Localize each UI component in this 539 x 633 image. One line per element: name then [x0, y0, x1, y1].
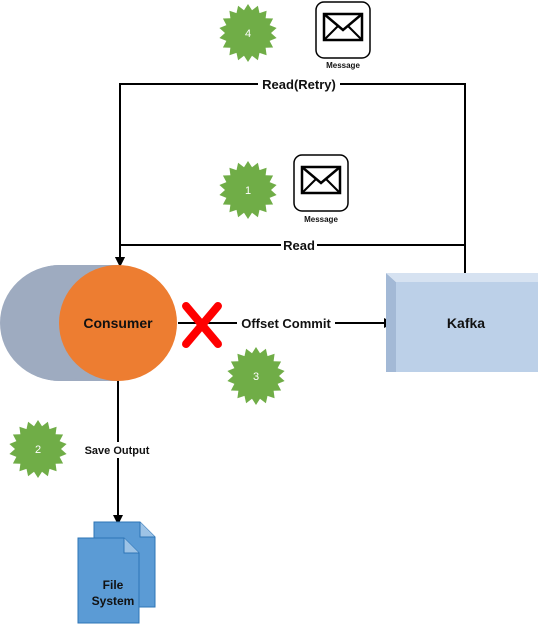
- step-badge-4: 4: [219, 4, 277, 62]
- message-label: Message: [326, 61, 360, 70]
- step-badge-2: 2: [9, 420, 67, 478]
- save-output-label: Save Output: [85, 445, 150, 457]
- starburst-badge: [219, 4, 277, 62]
- file-system-label-line1: File: [103, 578, 124, 592]
- step-badge-3: 3: [227, 347, 285, 405]
- message-initial: Message: [293, 154, 349, 224]
- file-system-node: File System: [77, 521, 156, 624]
- step-number: 2: [35, 444, 41, 456]
- message-label: Message: [304, 215, 338, 224]
- read-label: Read: [283, 238, 315, 253]
- envelope-icon: [300, 165, 342, 195]
- starburst-badge: [219, 161, 277, 219]
- kafka-box-top: [386, 273, 538, 282]
- kafka-label: Kafka: [447, 315, 485, 331]
- step-number: 4: [245, 28, 251, 40]
- kafka-node: Kafka: [386, 273, 538, 372]
- read-label-bg: [281, 237, 317, 253]
- step-badges: 4 1 3 2: [9, 4, 285, 478]
- envelope-icon: [322, 12, 364, 42]
- consumer-label: Consumer: [83, 315, 153, 331]
- offset-commit-label: Offset Commit: [241, 316, 331, 331]
- read-retry-label: Read(Retry): [262, 77, 336, 92]
- kafka-box-front: [396, 282, 538, 372]
- message-retry: Message: [315, 1, 371, 70]
- kafka-box-side: [386, 273, 396, 372]
- save-output-label-bg: [80, 442, 154, 458]
- step-number: 3: [253, 371, 259, 383]
- starburst-badge: [9, 420, 67, 478]
- consumer-cylinder-face: [59, 265, 177, 381]
- x-cross-icon: [182, 302, 222, 348]
- document-stack-icon: [77, 521, 156, 624]
- starburst-badge: [227, 347, 285, 405]
- offset-commit-label-bg: [237, 315, 335, 331]
- file-system-label-line2: System: [92, 594, 135, 608]
- step-number: 1: [245, 185, 251, 197]
- step-badge-1: 1: [219, 161, 277, 219]
- read-retry-label-bg: [258, 75, 340, 93]
- consumer-node: Consumer: [0, 265, 177, 381]
